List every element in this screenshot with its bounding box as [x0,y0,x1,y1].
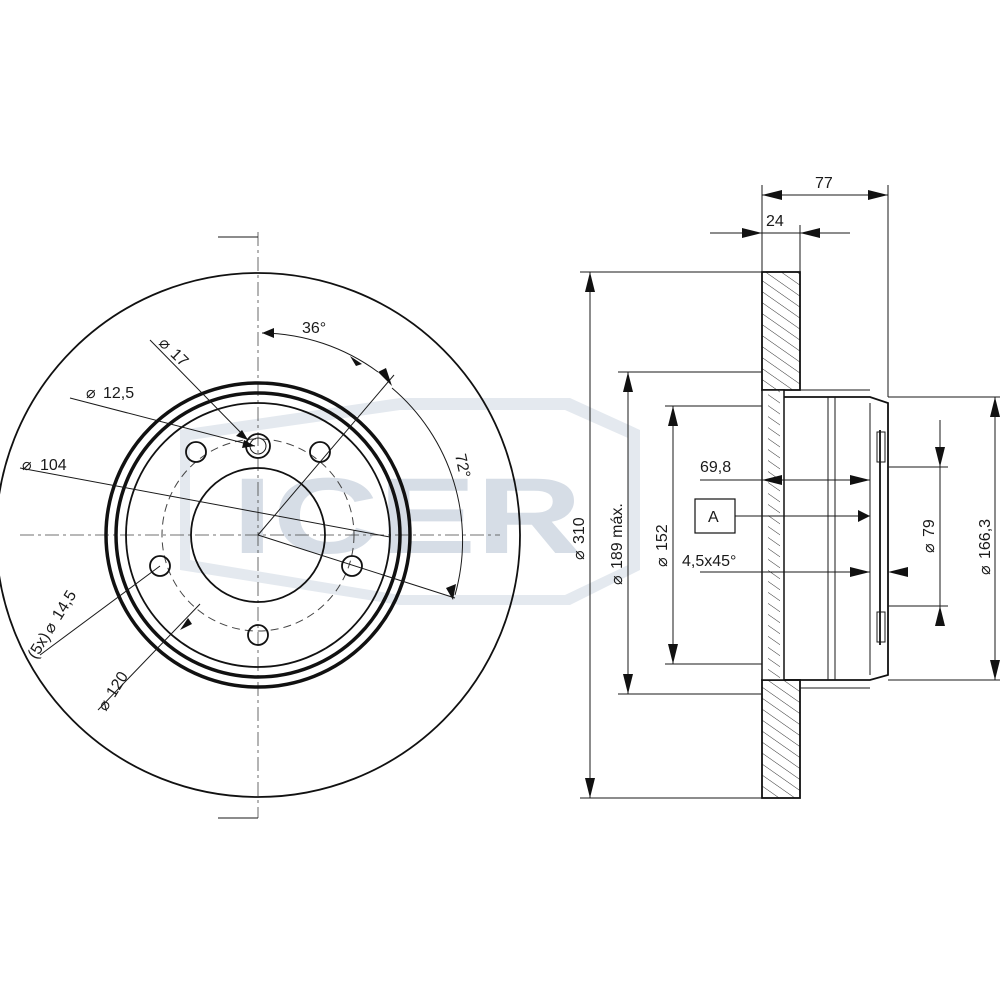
label-d166-group: ⌀ 166,3 [977,519,994,575]
bolt-pitch-circle [161,438,355,632]
diameter-symbol: ⌀ [571,550,588,560]
hub-bore-step [876,431,886,463]
arrow-77-right [868,190,888,200]
diameter-symbol: ⌀ [155,335,174,354]
arrow-inner-d79-top [888,567,908,577]
hat-body-outline [784,396,889,681]
arrow-d12-5 [242,440,255,448]
label-d14-5: 14,5 [49,588,80,624]
arrow-72 [446,584,456,600]
leader-d14-5 [39,565,161,656]
bolt-hole [341,555,363,577]
arrow-d79-bottom [935,606,945,626]
arrow-d152-top [668,406,678,426]
arrow-d310-bottom [585,778,595,798]
chamfer-arrow [850,567,870,577]
icer-watermark: ICER [180,398,640,605]
label-d166-3: 166,3 [977,519,994,559]
label-d104: 104 [40,457,67,474]
leader-d17 [149,339,249,441]
arrow-36-right [350,356,362,366]
leader-d120 [97,603,201,711]
label-d189: 189 máx. [609,503,626,569]
arrow-d120 [180,618,192,630]
arrow-d189-bottom [623,674,633,694]
diameter-symbol: ⌀ [654,557,671,567]
label-d310-group: ⌀ 310 [571,517,588,560]
bolt-hole [185,441,207,463]
label-d120: 120 [103,669,132,701]
friction-ring-bottom-section [761,679,801,799]
section-view: 77 24 69,8 A 4,5x45° ⌀ 310 ⌀ 189 máx. ⌀ … [571,175,1000,799]
center-bore [190,467,326,603]
label-d12-5-group: ⌀ 12,5 [86,385,134,402]
arrow-d17 [236,430,248,440]
label-d310: 310 [571,517,588,544]
diameter-symbol: ⌀ [86,385,96,402]
arrow-24-left [742,228,762,238]
label-d104-group: ⌀ 104 [22,457,67,474]
arrow-d152-bottom [668,644,678,664]
arrow-69-8 [850,475,870,485]
datum-arrow [858,510,870,522]
friction-ring-top-section [761,271,801,391]
leader-d104 [19,467,391,538]
datum-box [694,498,736,534]
label-thickness-24: 24 [766,213,784,230]
label-d12-5: 12,5 [103,385,134,402]
arrow-d189-top [623,372,633,392]
label-d152: 152 [654,524,671,551]
arrow-d310-top [585,272,595,292]
arrow-36-left [262,328,274,338]
label-d17: 17 [167,346,192,371]
diameter-symbol: ⌀ [921,543,938,553]
diameter-symbol: ⌀ [977,565,994,575]
label-d152-group: ⌀ 152 [654,524,671,567]
label-chamfer: 4,5x45° [682,553,736,570]
arrow-d166-top [990,397,1000,417]
friction-ring-inner [104,381,412,689]
angle-arc-36 [261,332,379,373]
label-d79-group: ⌀ 79 [921,519,938,553]
bolt-hole [149,555,171,577]
bolt-hole [247,624,269,646]
diameter-symbol: ⌀ [609,575,626,585]
arrow-36-radial [378,368,392,386]
radial-72 [257,534,456,599]
label-angle-36: 36° [302,320,326,337]
arrow-77-left [762,190,782,200]
diameter-symbol: ⌀ [95,697,115,714]
radial-36 [257,374,395,536]
hub-bore-step-2 [876,611,886,643]
hat-inner [125,402,391,668]
diameter-symbol: ⌀ [22,457,32,474]
label-bolt-count: (5x) [25,630,54,662]
label-d120-group: ⌀ 120 [95,669,132,714]
arrow-d79-top [935,447,945,467]
label-overall-77: 77 [815,175,833,192]
hat-outer [114,391,402,679]
angle-arc-72 [391,387,464,596]
leader-d12-5 [69,397,256,447]
label-d189-group: ⌀ 189 máx. [609,503,626,585]
label-hub-depth: 69,8 [700,459,731,476]
arrow-24-right [800,228,820,238]
label-angle-72: 72° [451,452,473,479]
disc-outer-edge [0,272,521,798]
arrow-69-8-left [762,475,782,485]
arrow-d166-bottom [990,660,1000,680]
hat-wall-hatch [768,390,780,680]
label-d14-5-group: (5x) ⌀ 14,5 [25,588,80,663]
label-d17-group: ⌀ 17 [155,335,191,371]
label-datum-a: A [708,509,719,526]
label-d79: 79 [921,519,938,537]
